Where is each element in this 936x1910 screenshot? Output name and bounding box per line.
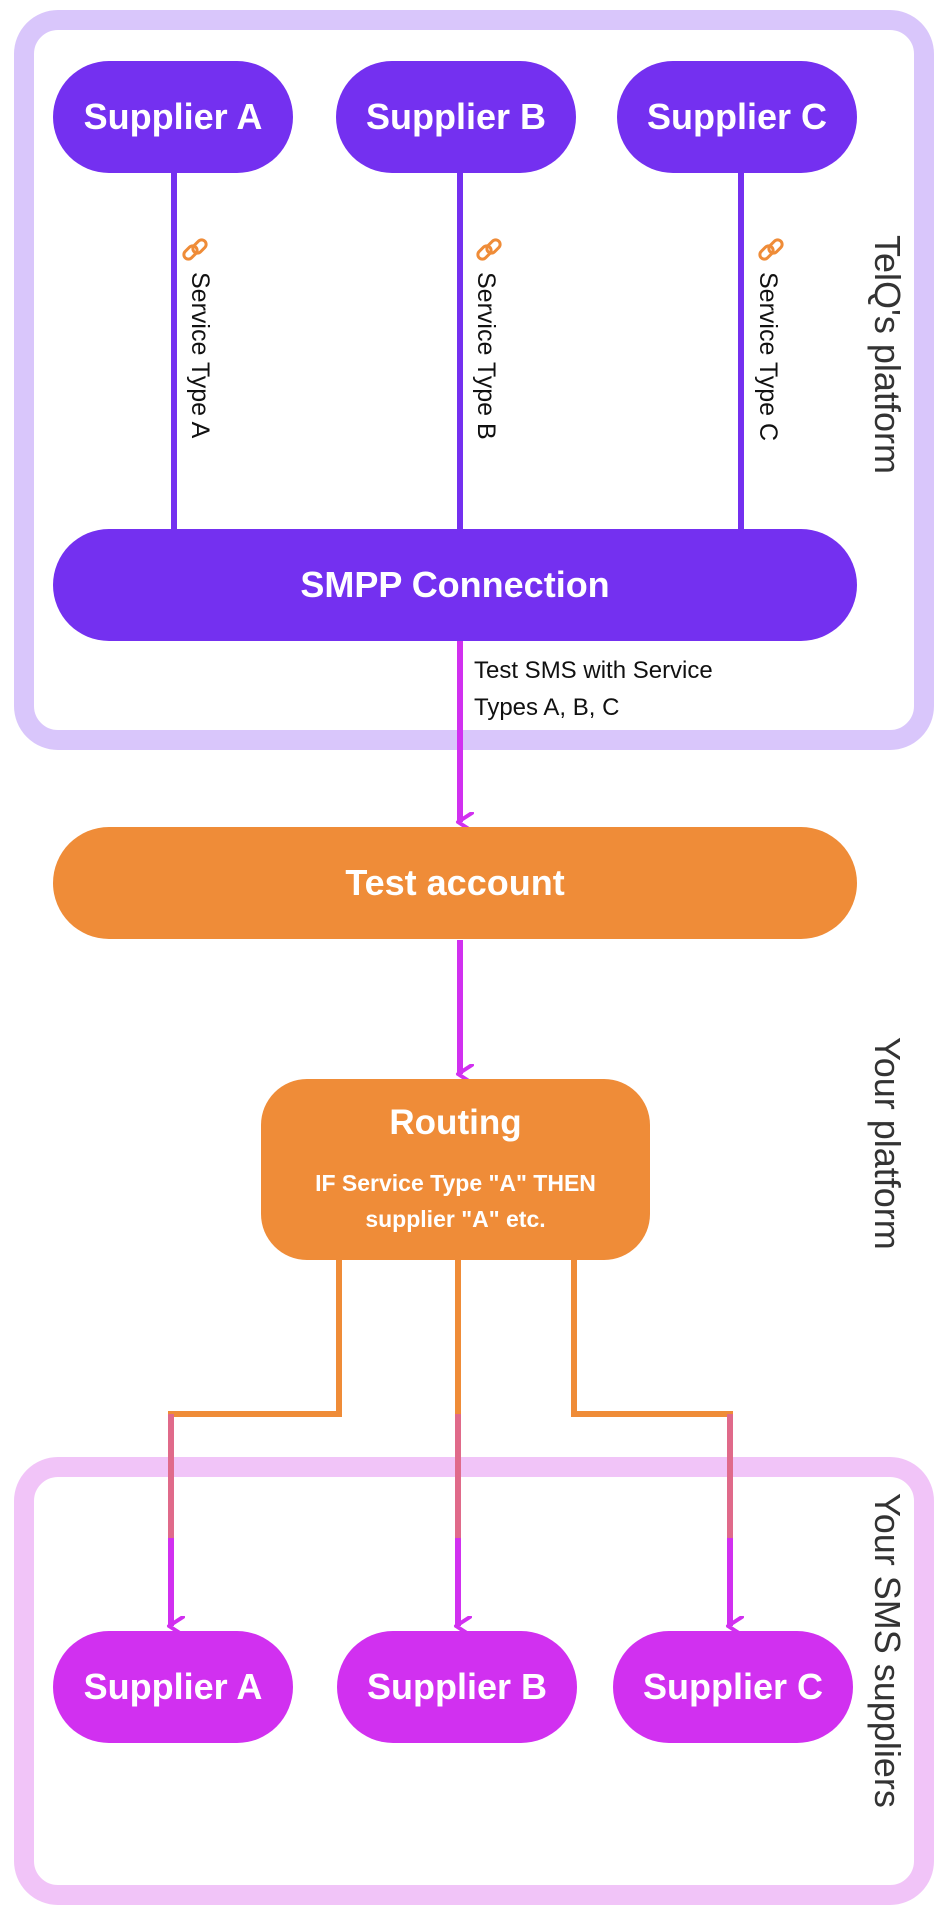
sms-suppliers-frame <box>14 1457 934 1905</box>
region-label-your-platform: Your platform <box>867 1037 908 1250</box>
service-type-label-a: Service Type A <box>186 272 214 439</box>
service-type-label-b: Service Type B <box>472 272 500 440</box>
region-label-sms-suppliers: Your SMS suppliers <box>867 1493 908 1808</box>
link-icon <box>182 238 208 261</box>
routing-title: Routing <box>389 1102 522 1142</box>
route-branch-c <box>571 1260 733 1432</box>
top-supplier-c-label: Supplier C <box>646 96 828 137</box>
bottom-supplier-a-label: Supplier A <box>83 1666 263 1707</box>
bottom-supplier-b-label: Supplier B <box>366 1666 548 1707</box>
bottom-supplier-b: Supplier B <box>337 1631 577 1743</box>
routing-rule-line-1: IF Service Type "A" THEN <box>315 1169 596 1196</box>
top-supplier-a-label: Supplier A <box>83 96 263 137</box>
bottom-supplier-c-label: Supplier C <box>642 1666 824 1707</box>
edge-label-line-1: Test SMS with Service <box>474 657 713 684</box>
region-label-telq: TelQ's platform <box>867 235 908 474</box>
service-type-label-c: Service Type C <box>754 272 782 442</box>
smpp-connection: SMPP Connection <box>53 529 857 641</box>
routing-rule-line-2: supplier "A" etc. <box>365 1205 546 1232</box>
link-icon <box>758 238 784 261</box>
edge-label-test-sms: Test SMS with Service Types A, B, C <box>474 652 794 726</box>
top-supplier-b: Supplier B <box>336 61 576 173</box>
bottom-supplier-a: Supplier A <box>53 1631 293 1743</box>
telq-platform-frame <box>14 10 934 750</box>
test-account: Test account <box>53 827 857 939</box>
smpp-connection-label: SMPP Connection <box>300 564 610 605</box>
top-supplier-b-label: Supplier B <box>365 96 547 137</box>
top-supplier-c: Supplier C <box>617 61 857 173</box>
route-branch-a <box>168 1260 342 1432</box>
link-icon <box>476 238 502 261</box>
routing-box: Routing IF Service Type "A" THEN supplie… <box>261 1079 650 1260</box>
test-account-label: Test account <box>345 862 565 903</box>
edge-label-line-2: Types A, B, C <box>474 694 620 721</box>
bottom-supplier-c: Supplier C <box>613 1631 853 1743</box>
top-supplier-a: Supplier A <box>53 61 293 173</box>
